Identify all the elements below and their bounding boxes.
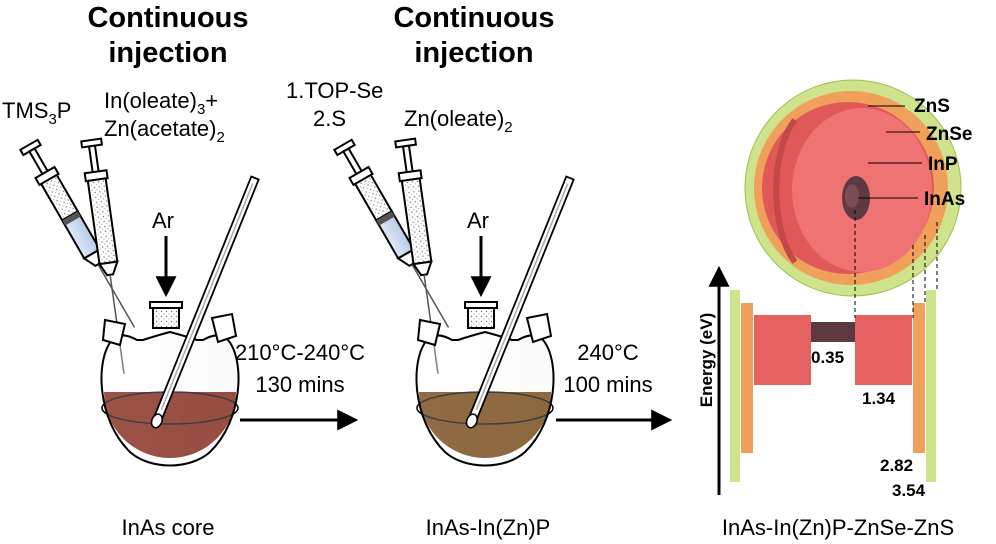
step1-product: InAs core bbox=[122, 515, 215, 540]
shell-label-znse: ZnSe bbox=[926, 124, 972, 145]
band-zns-left bbox=[730, 290, 740, 482]
step2-heading-line1: Continuous bbox=[393, 2, 554, 34]
step1-syringe-b bbox=[80, 137, 125, 374]
step3-product: InAs-In(Zn)P-ZnSe-ZnS bbox=[722, 515, 954, 540]
transition2-temperature: 240°C bbox=[577, 340, 639, 365]
step2-reagent-a-line1: 1.TOP-Se bbox=[286, 78, 383, 103]
step1-heading-line1: Continuous bbox=[87, 2, 248, 34]
step2-flask bbox=[415, 175, 575, 467]
transition1-temperature: 210°C-240°C bbox=[235, 340, 365, 365]
band-inp-right bbox=[855, 315, 912, 385]
shell-label-inp: InP bbox=[928, 154, 958, 175]
band-inp-left bbox=[754, 315, 811, 385]
bandgap-znse: 2.82 bbox=[880, 456, 913, 475]
band-diagram: Energy (eV) bbox=[697, 210, 938, 495]
energy-axis-label: Energy (eV) bbox=[697, 313, 716, 407]
shell-label-zns: ZnS bbox=[914, 96, 950, 117]
step2-heading: Continuous injection bbox=[393, 2, 554, 69]
band-zns-right bbox=[926, 290, 936, 482]
transition2-time: 100 mins bbox=[563, 372, 652, 397]
bandgap-inp: 1.34 bbox=[862, 389, 896, 408]
step1-heading: Continuous injection bbox=[87, 2, 248, 69]
step1-heading-line2: injection bbox=[108, 37, 227, 69]
band-znse-right bbox=[913, 303, 925, 453]
shell-label-inas: InAs bbox=[924, 189, 965, 210]
bandgap-inas: 0.35 bbox=[811, 348, 844, 367]
step2-syringe-b bbox=[394, 137, 439, 374]
step2-product: InAs-In(Zn)P bbox=[426, 515, 551, 540]
step2-reagent-b: Zn(oleate)2 bbox=[404, 106, 513, 136]
step1-reagent-a: TMS3P bbox=[2, 98, 71, 128]
step1-gas-label: Ar bbox=[152, 208, 174, 233]
core-shell-particle bbox=[744, 79, 962, 297]
step1-reagent-b-line1: In(oleate)3+ bbox=[104, 88, 218, 118]
step2-heading-line2: injection bbox=[414, 37, 533, 69]
step2-syringe-a bbox=[332, 138, 450, 328]
step2-reagent-a-line2: 2.S bbox=[313, 106, 346, 131]
transition1-time: 130 mins bbox=[255, 372, 344, 397]
step1-reagent-b-line2: Zn(acetate)2 bbox=[104, 116, 225, 146]
step2-gas-label: Ar bbox=[467, 208, 489, 233]
band-znse-left bbox=[741, 303, 753, 453]
step1-syringe-a bbox=[18, 138, 136, 328]
band-inas bbox=[811, 322, 855, 342]
bandgap-zns: 3.54 bbox=[892, 481, 926, 500]
step1-flask bbox=[100, 175, 260, 467]
